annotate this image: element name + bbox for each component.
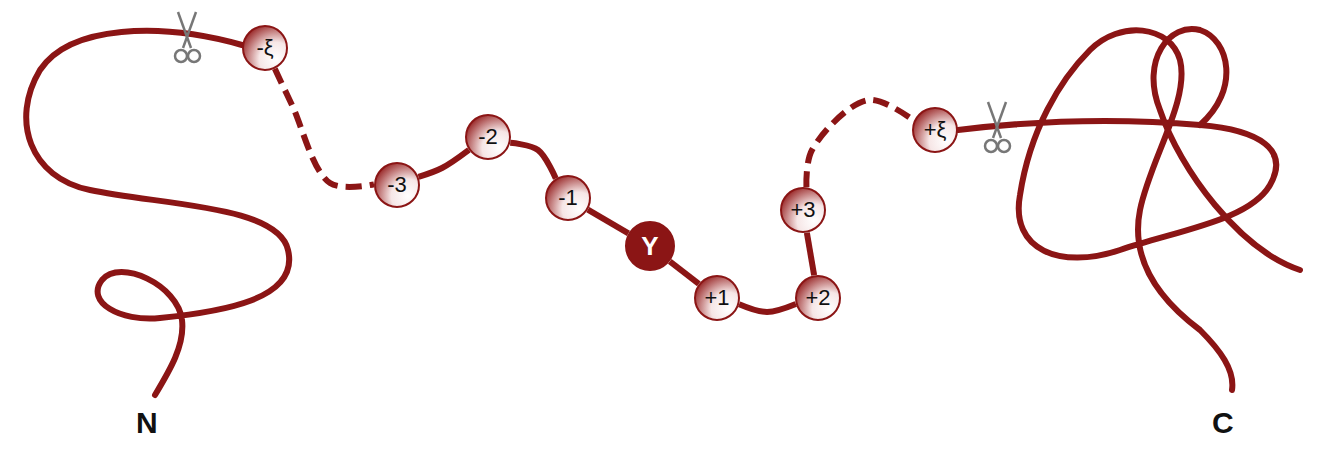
n-tail	[26, 31, 289, 395]
residue-label: +1	[704, 287, 729, 309]
residue-bead: -3	[374, 162, 420, 208]
residue-label: +ξ	[924, 119, 947, 141]
c-tail	[958, 30, 1276, 390]
residue-bead: -ξ	[242, 25, 288, 71]
residue-label: -2	[478, 126, 498, 148]
scissors-icon	[175, 12, 200, 62]
residue-label: -ξ	[256, 37, 273, 59]
bead-circle	[243, 26, 287, 70]
bead-circle	[466, 115, 510, 159]
chain-link	[806, 100, 914, 187]
residue-bead: +3	[780, 187, 826, 233]
chain-link	[419, 150, 469, 177]
residue-label: +3	[790, 199, 815, 221]
target-residue: Y	[625, 221, 675, 271]
bead-circle	[796, 276, 840, 320]
chain-link	[739, 304, 796, 312]
terminus-label: C	[1212, 408, 1234, 438]
chain-link	[670, 261, 699, 284]
bead-circle	[375, 163, 419, 207]
bead-circle	[695, 276, 739, 320]
residue-bead: +2	[795, 275, 841, 321]
bead-circle	[913, 108, 957, 152]
bead-circle	[626, 222, 674, 270]
residue-bead: -2	[465, 114, 511, 160]
chain-link	[275, 69, 374, 187]
residue-label: Y	[641, 233, 658, 259]
c-tail-loop	[1154, 29, 1300, 270]
residue-label: -3	[387, 174, 407, 196]
residue-bead: +ξ	[912, 107, 958, 153]
bead-circle	[546, 176, 590, 220]
residue-bead: -1	[545, 175, 591, 221]
chain-link	[510, 143, 556, 179]
bead-circle	[781, 188, 825, 232]
terminus-label: N	[136, 408, 158, 438]
residue-label: -1	[558, 187, 578, 209]
residue-bead: +1	[694, 275, 740, 321]
chain-link	[588, 210, 629, 234]
scissors-icon	[985, 102, 1010, 152]
chain-link	[807, 233, 814, 276]
residue-label: +2	[805, 287, 830, 309]
